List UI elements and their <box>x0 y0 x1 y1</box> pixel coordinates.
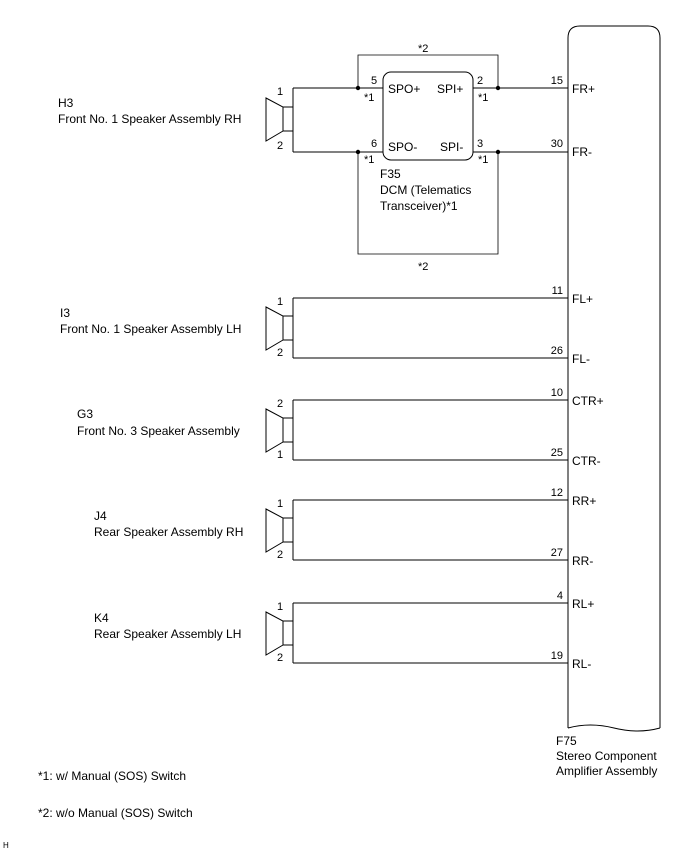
dcm-spo-plus-num: 5 <box>371 75 377 87</box>
dcm-name-line1: DCM (Telematics <box>380 183 471 197</box>
dcm-spi-plus-num: 2 <box>477 75 483 87</box>
j4-pin-bottom: 2 <box>277 549 283 561</box>
amp-pin-num: 30 <box>551 138 563 150</box>
speaker-j4-icon <box>265 500 294 560</box>
speaker-i3-name: Front No. 1 Speaker Assembly LH <box>60 322 241 336</box>
dcm-bypass-top <box>357 54 499 88</box>
amp-pin-label: FR+ <box>572 82 595 96</box>
junction-dot <box>355 149 361 155</box>
speaker-k4-code: K4 <box>94 611 109 625</box>
amp-pin-label: RL- <box>572 657 591 671</box>
amp-pin-num: 26 <box>551 345 563 357</box>
h3-pin-bottom: 2 <box>277 140 283 152</box>
dcm-code: F35 <box>380 167 401 181</box>
i3-pin-bottom: 2 <box>277 347 283 359</box>
dcm-spi-minus-num: 3 <box>477 138 483 150</box>
h3-pin-top: 1 <box>277 86 283 98</box>
speaker-g3-code: G3 <box>77 407 93 421</box>
amp-pin-label: RR+ <box>572 494 596 508</box>
speaker-h3-name: Front No. 1 Speaker Assembly RH <box>58 112 241 126</box>
amp-pin-num: 27 <box>551 547 563 559</box>
amplifier-name-line2: Amplifier Assembly <box>556 764 657 778</box>
speaker-h3-icon <box>265 88 294 152</box>
amp-pin-num: 19 <box>551 650 563 662</box>
amp-pins: 15 FR+ 30 FR- 11 FL+ 26 FL- 10 CTR+ 25 C… <box>551 75 604 671</box>
dcm-spi-minus-label: SPI- <box>440 140 463 154</box>
amp-pin-num: 11 <box>552 285 563 297</box>
dcm-spo-plus-label: SPO+ <box>388 82 420 96</box>
speaker-j4-name: Rear Speaker Assembly RH <box>94 525 243 539</box>
amplifier-name-line1: Stereo Component <box>556 749 657 763</box>
speaker-g3-icon <box>265 400 294 460</box>
note-2: *2: w/o Manual (SOS) Switch <box>38 806 193 820</box>
g3-pin-top: 2 <box>277 398 283 410</box>
dcm-spo-minus-label: SPO- <box>388 140 417 154</box>
amp-pin-label: CTR+ <box>572 394 604 408</box>
amplifier-code: F75 <box>556 734 577 748</box>
option-mark-2: *2 <box>418 43 428 55</box>
option-mark-2: *2 <box>418 261 428 273</box>
amp-pin-label: FL+ <box>572 292 593 306</box>
amp-pin-label: FL- <box>572 352 590 366</box>
dcm-spi-plus-label: SPI+ <box>437 82 463 96</box>
k4-pin-bottom: 2 <box>277 652 283 664</box>
amplifier-break-line <box>567 724 661 732</box>
dcm-name-line2: Transceiver)*1 <box>380 199 458 213</box>
speaker-j4-code: J4 <box>94 509 107 523</box>
g3-pin-bottom: 1 <box>277 449 283 461</box>
amp-pin-num: 15 <box>551 75 563 87</box>
dcm-bypass-bottom <box>357 152 499 255</box>
amp-pin-label: CTR- <box>572 454 601 468</box>
amp-pin-label: RR- <box>572 554 593 568</box>
amp-pin-num: 25 <box>551 447 563 459</box>
amp-pin-num: 12 <box>551 487 563 499</box>
amp-pin-num: 10 <box>551 387 563 399</box>
option-mark-1: *1 <box>478 92 488 104</box>
speaker-g3-name: Front No. 3 Speaker Assembly <box>77 424 240 438</box>
i3-pin-top: 1 <box>277 296 283 308</box>
amp-pin-label: RL+ <box>572 597 594 611</box>
corner-mark: H <box>3 841 9 850</box>
speaker-k4-name: Rear Speaker Assembly LH <box>94 627 241 641</box>
junction-dot <box>495 85 501 91</box>
j4-pin-top: 1 <box>277 498 283 510</box>
dcm-box <box>382 71 474 161</box>
amp-pin-label: FR- <box>572 145 592 159</box>
k4-pin-top: 1 <box>277 601 283 613</box>
speaker-h3-code: H3 <box>58 96 74 110</box>
option-mark-1: *1 <box>478 154 488 166</box>
option-mark-1: *1 <box>364 154 374 166</box>
amplifier-body <box>567 25 661 728</box>
junction-dot <box>495 149 501 155</box>
dcm-spo-minus-num: 6 <box>371 138 377 150</box>
note-1: *1: w/ Manual (SOS) Switch <box>38 769 186 783</box>
speaker-i3-icon <box>265 298 294 358</box>
speaker-k4-icon <box>265 603 294 663</box>
amp-pin-num: 4 <box>557 590 563 602</box>
junction-dot <box>355 85 361 91</box>
option-mark-1: *1 <box>364 92 374 104</box>
speaker-i3-code: I3 <box>60 306 70 320</box>
